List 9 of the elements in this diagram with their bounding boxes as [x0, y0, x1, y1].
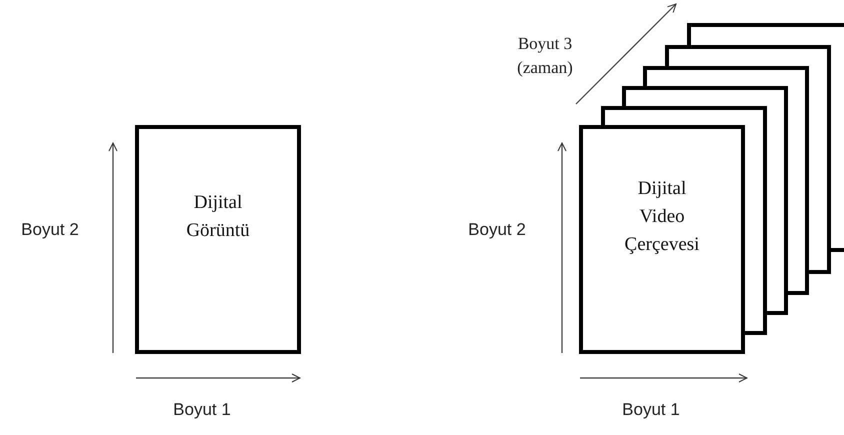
axis-label: Boyut 2: [467, 219, 527, 241]
axis-label: Boyut 3 (zaman): [516, 33, 574, 79]
axis-label: Boyut 2: [20, 219, 80, 241]
axis-label: Boyut 1: [172, 399, 232, 421]
axis-label: Boyut 1: [621, 399, 681, 421]
frame-box: [579, 125, 745, 354]
frame-box: [135, 125, 301, 354]
frame-title: Dijital Video Çerçevesi: [624, 177, 700, 257]
frame-title: Dijital Görüntü: [185, 191, 251, 243]
